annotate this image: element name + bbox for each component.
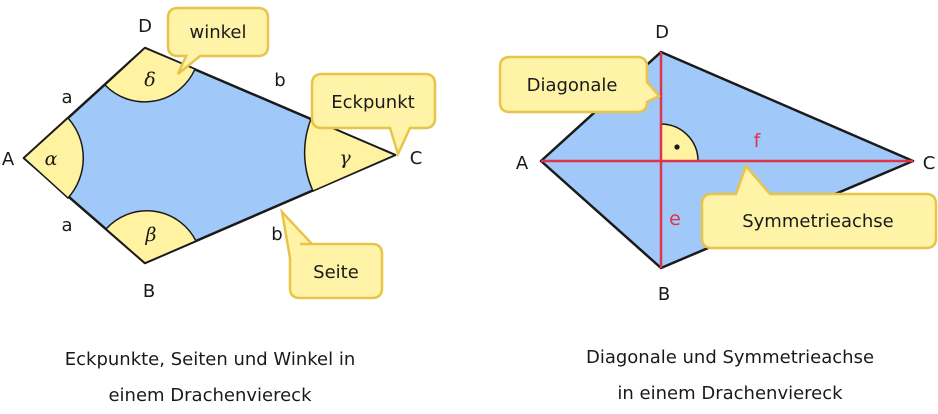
callout-winkel: winkel xyxy=(166,6,270,75)
diagonal-e-label: e xyxy=(669,208,681,230)
right-vertex-d: D xyxy=(655,22,669,43)
angle-beta-label: β xyxy=(145,224,157,246)
left-caption: Eckpunkte, Seiten und Winkel in einem Dr… xyxy=(20,342,400,414)
angle-gamma-label: γ xyxy=(339,147,351,169)
left-side-ad-label: a xyxy=(61,87,72,108)
angle-alpha-label: α xyxy=(45,148,58,170)
callout-symmetrieachse-text: Symmetrieachse xyxy=(742,211,894,232)
callout-seite-text: Seite xyxy=(313,262,359,283)
angle-beta-sector xyxy=(104,210,198,264)
angle-delta-label: δ xyxy=(144,69,155,91)
callout-symmetrieachse: Symmetrieachse xyxy=(700,163,938,250)
right-caption: Diagonale und Symmetrieachse in einem Dr… xyxy=(530,340,930,412)
left-vertex-c: C xyxy=(410,148,423,169)
right-angle-dot xyxy=(674,144,680,150)
callout-eckpunkt-text: Eckpunkt xyxy=(331,92,414,113)
right-caption-line2: in einem Drachenviereck xyxy=(617,383,843,404)
angle-gamma-sector xyxy=(303,118,397,192)
callout-seite: Seite xyxy=(280,208,384,300)
callout-eckpunkt: Eckpunkt xyxy=(310,72,437,158)
right-vertex-a: A xyxy=(516,153,529,174)
left-side-dc-label: b xyxy=(274,70,285,91)
right-vertex-b: B xyxy=(658,284,670,305)
callout-winkel-text: winkel xyxy=(190,22,247,43)
callout-diagonale-text: Diagonale xyxy=(527,75,618,96)
left-caption-line1: Eckpunkte, Seiten und Winkel in xyxy=(64,349,356,370)
right-caption-line1: Diagonale und Symmetrieachse xyxy=(585,347,875,368)
left-side-bc-label: b xyxy=(271,224,282,245)
left-vertex-b: B xyxy=(143,281,155,302)
left-caption-line2: einem Drachenviereck xyxy=(108,385,312,406)
callout-diagonale: Diagonale xyxy=(498,55,661,114)
angle-alpha-sector xyxy=(22,116,85,200)
left-side-ab-label: a xyxy=(61,215,72,236)
diagonal-f-label: f xyxy=(754,130,762,152)
right-kite-figure: e f A D C B Diagonale Symmetrieachse xyxy=(498,22,938,305)
right-angle-marker xyxy=(660,123,699,162)
left-vertex-d: D xyxy=(138,16,152,37)
right-vertex-c: C xyxy=(923,153,936,174)
left-kite-figure: α δ γ β A D C B a a b b winkel Eckpunkt … xyxy=(2,6,437,302)
angle-delta-sector xyxy=(103,47,196,103)
left-vertex-a: A xyxy=(2,149,15,170)
